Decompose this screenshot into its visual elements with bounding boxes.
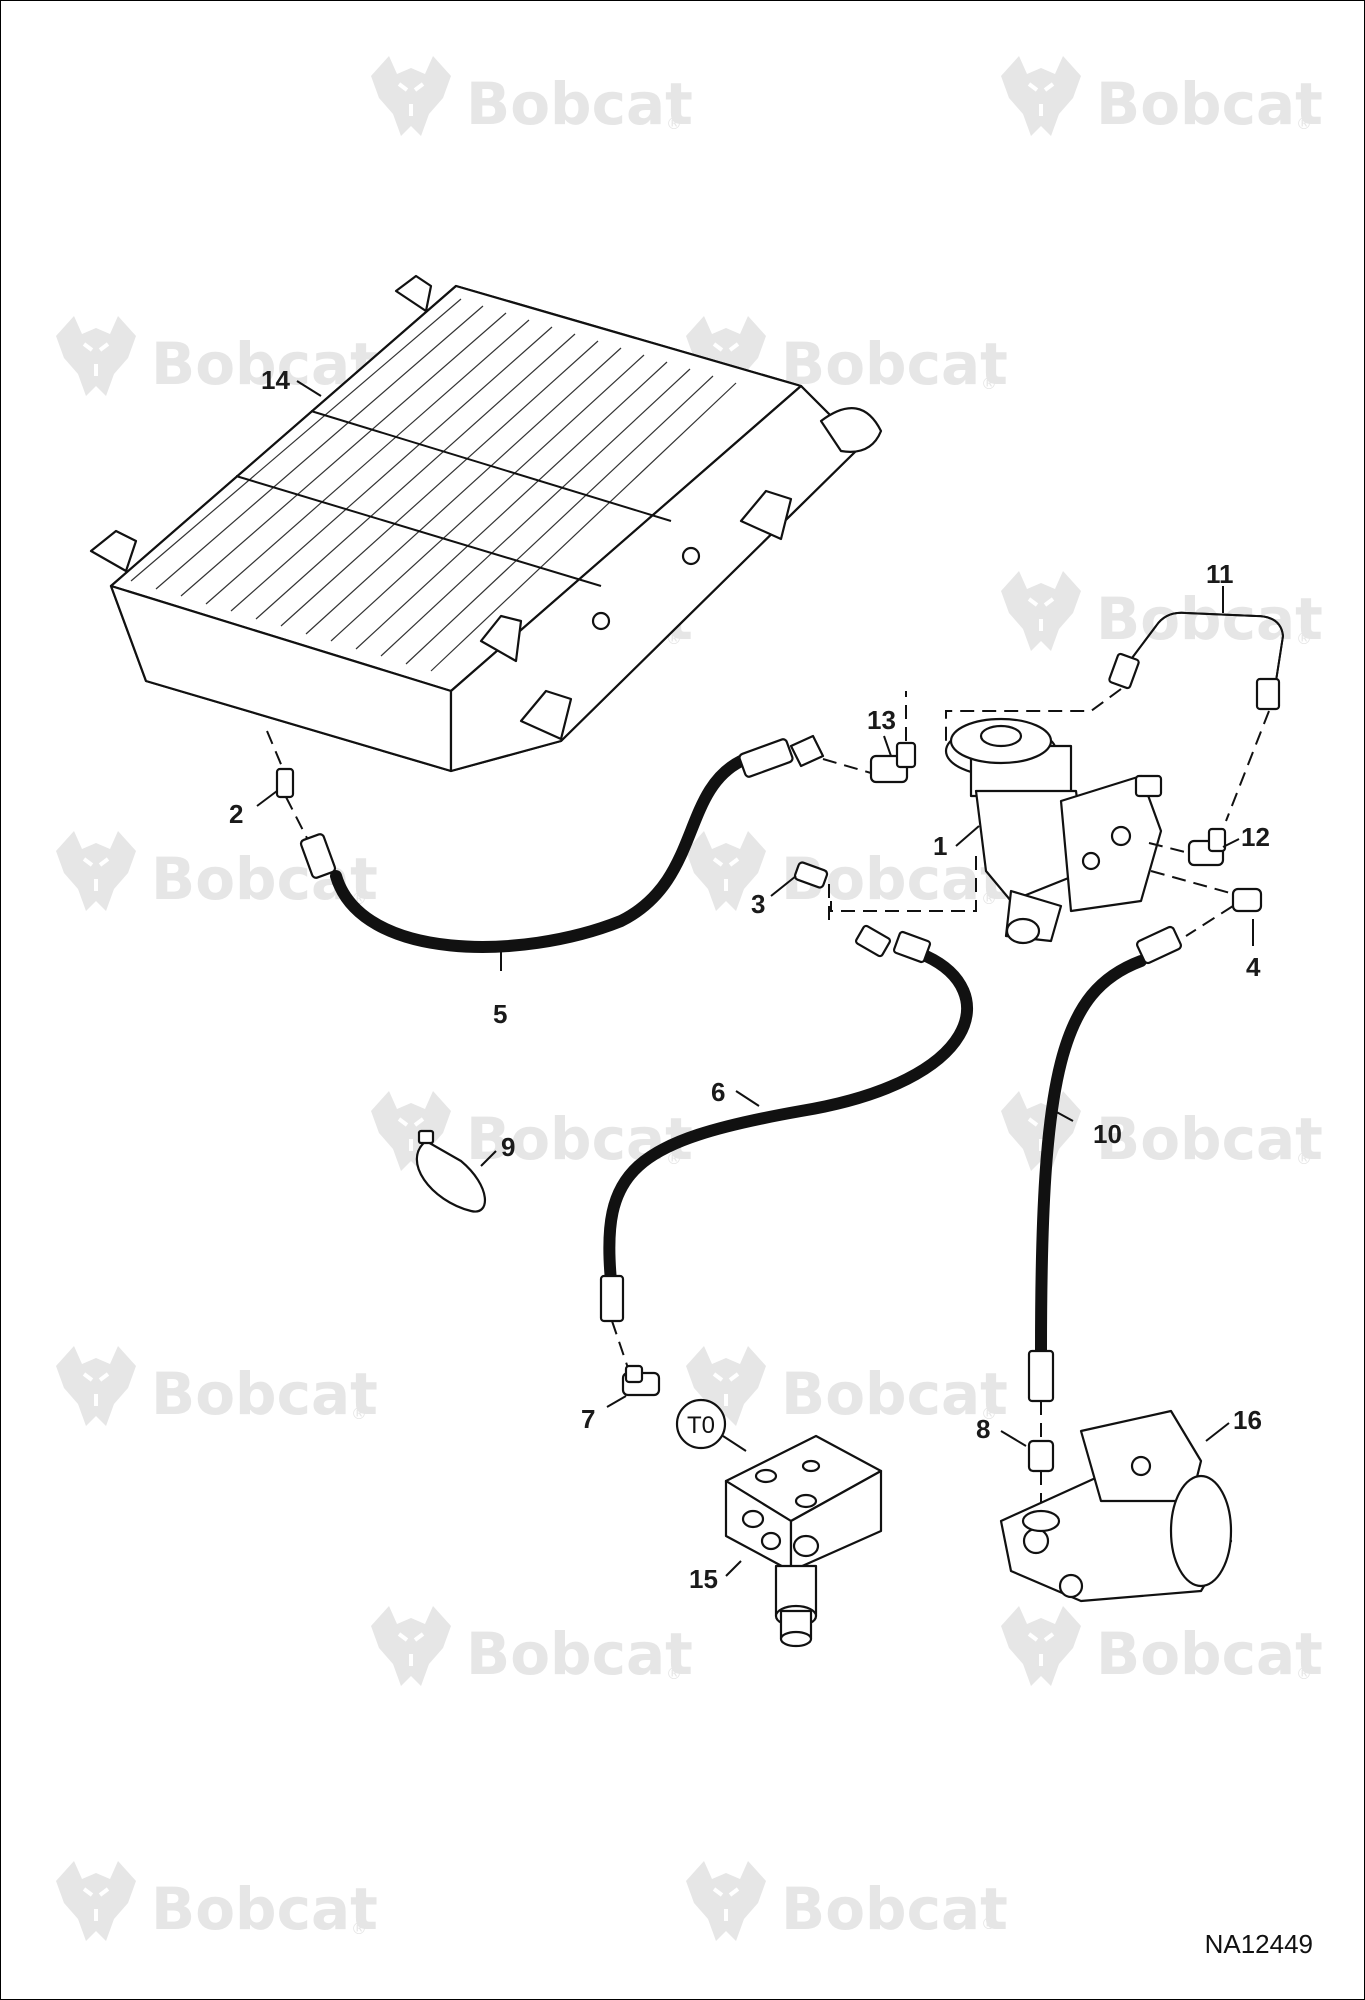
- watermark-mark: ®: [1296, 1664, 1312, 1683]
- callout-8: 8: [976, 1414, 990, 1444]
- callout-14: 14: [261, 365, 290, 395]
- watermark-text: Bobcat: [1096, 585, 1323, 653]
- callout-10: 10: [1093, 1119, 1122, 1149]
- part-fitting-4: [1185, 887, 1263, 937]
- part-motor-1: [830, 717, 1242, 945]
- watermark-logo: [999, 569, 1083, 653]
- watermark-mark: ®: [981, 1404, 997, 1423]
- callout-2: 2: [229, 799, 243, 829]
- watermark-mark: ®: [666, 1664, 682, 1683]
- callout-11: 11: [1206, 559, 1234, 589]
- watermark-mark: ®: [666, 1149, 682, 1168]
- part-fitting-13: [869, 691, 917, 784]
- callout-5: 5: [493, 999, 507, 1029]
- hose-10: [1027, 925, 1182, 1441]
- leader-lines: [256, 380, 1254, 1577]
- part-pump-16: [999, 1409, 1233, 1603]
- port-tag-label: T0: [687, 1412, 715, 1439]
- watermark-logo: [999, 1604, 1083, 1688]
- callout-16: 16: [1233, 1405, 1262, 1435]
- callout-4: 4: [1246, 952, 1261, 982]
- watermark-text: Bobcat: [151, 1875, 378, 1943]
- watermark-logo: [54, 1859, 138, 1943]
- part-fitting-12: [1187, 827, 1227, 867]
- watermark-text: Bobcat: [781, 1360, 1008, 1428]
- watermark-mark: ®: [1296, 629, 1312, 648]
- watermark-logo: [684, 1859, 768, 1943]
- part-cooler: [89, 274, 883, 773]
- watermark-mark: ®: [351, 1919, 367, 1938]
- callout-1: 1: [933, 831, 947, 861]
- watermark-text: Bobcat: [1096, 1620, 1323, 1688]
- callout-3: 3: [751, 889, 765, 919]
- watermark-text: Bobcat: [781, 330, 1008, 398]
- watermark-mark: ®: [1296, 1149, 1312, 1168]
- watermark-text: Bobcat: [466, 1620, 693, 1688]
- part-clamp-9: [415, 1129, 486, 1213]
- part-plug-3: [793, 861, 830, 921]
- watermark-text: Bobcat: [1096, 1105, 1323, 1173]
- watermark-logo: [54, 314, 138, 398]
- hose-5: [299, 734, 872, 953]
- part-fitting-2: [266, 730, 312, 847]
- watermark-mark: ®: [981, 374, 997, 393]
- watermark-text: Bobcat: [1096, 70, 1323, 138]
- watermark-logo: [369, 54, 453, 138]
- watermark-text: Bobcat: [151, 1360, 378, 1428]
- port-tag-t0: T0: [675, 1398, 747, 1452]
- watermark-text: Bobcat: [466, 1105, 693, 1173]
- watermark-logo: [54, 829, 138, 913]
- watermark-logo: [54, 1344, 138, 1428]
- callout-9: 9: [501, 1132, 515, 1162]
- watermark-text: Bobcat: [466, 70, 693, 138]
- callout-13: 13: [867, 705, 896, 735]
- diagram-id: NA12449: [1205, 1929, 1313, 1959]
- callout-7: 7: [581, 1404, 595, 1434]
- watermark-logo: [999, 54, 1083, 138]
- callout-12: 12: [1241, 822, 1270, 852]
- part-valve-15: [724, 1434, 883, 1648]
- watermark-mark: ®: [666, 114, 682, 133]
- watermark-mark: ®: [351, 1404, 367, 1423]
- callout-15: 15: [689, 1564, 718, 1594]
- watermark-layer: Bobcat ® Bobcat ® Bobcat ® Bobcat ® Bobc…: [54, 54, 1323, 1943]
- watermark-mark: ®: [981, 1914, 997, 1933]
- watermark-mark: ®: [1296, 114, 1312, 133]
- part-tube-11: [945, 611, 1285, 822]
- watermark-logo: [369, 1604, 453, 1688]
- part-fitting-7: [621, 1364, 661, 1397]
- callout-labels: 1 2 3 4 5 6 7 8 9 10 11 12 13 14 15 16: [229, 365, 1270, 1594]
- hose-6: [599, 924, 973, 1372]
- callout-6: 6: [711, 1077, 725, 1107]
- watermark-text: Bobcat: [781, 1875, 1008, 1943]
- part-fitting-8: [1027, 1439, 1055, 1506]
- watermark-mark: ®: [981, 889, 997, 908]
